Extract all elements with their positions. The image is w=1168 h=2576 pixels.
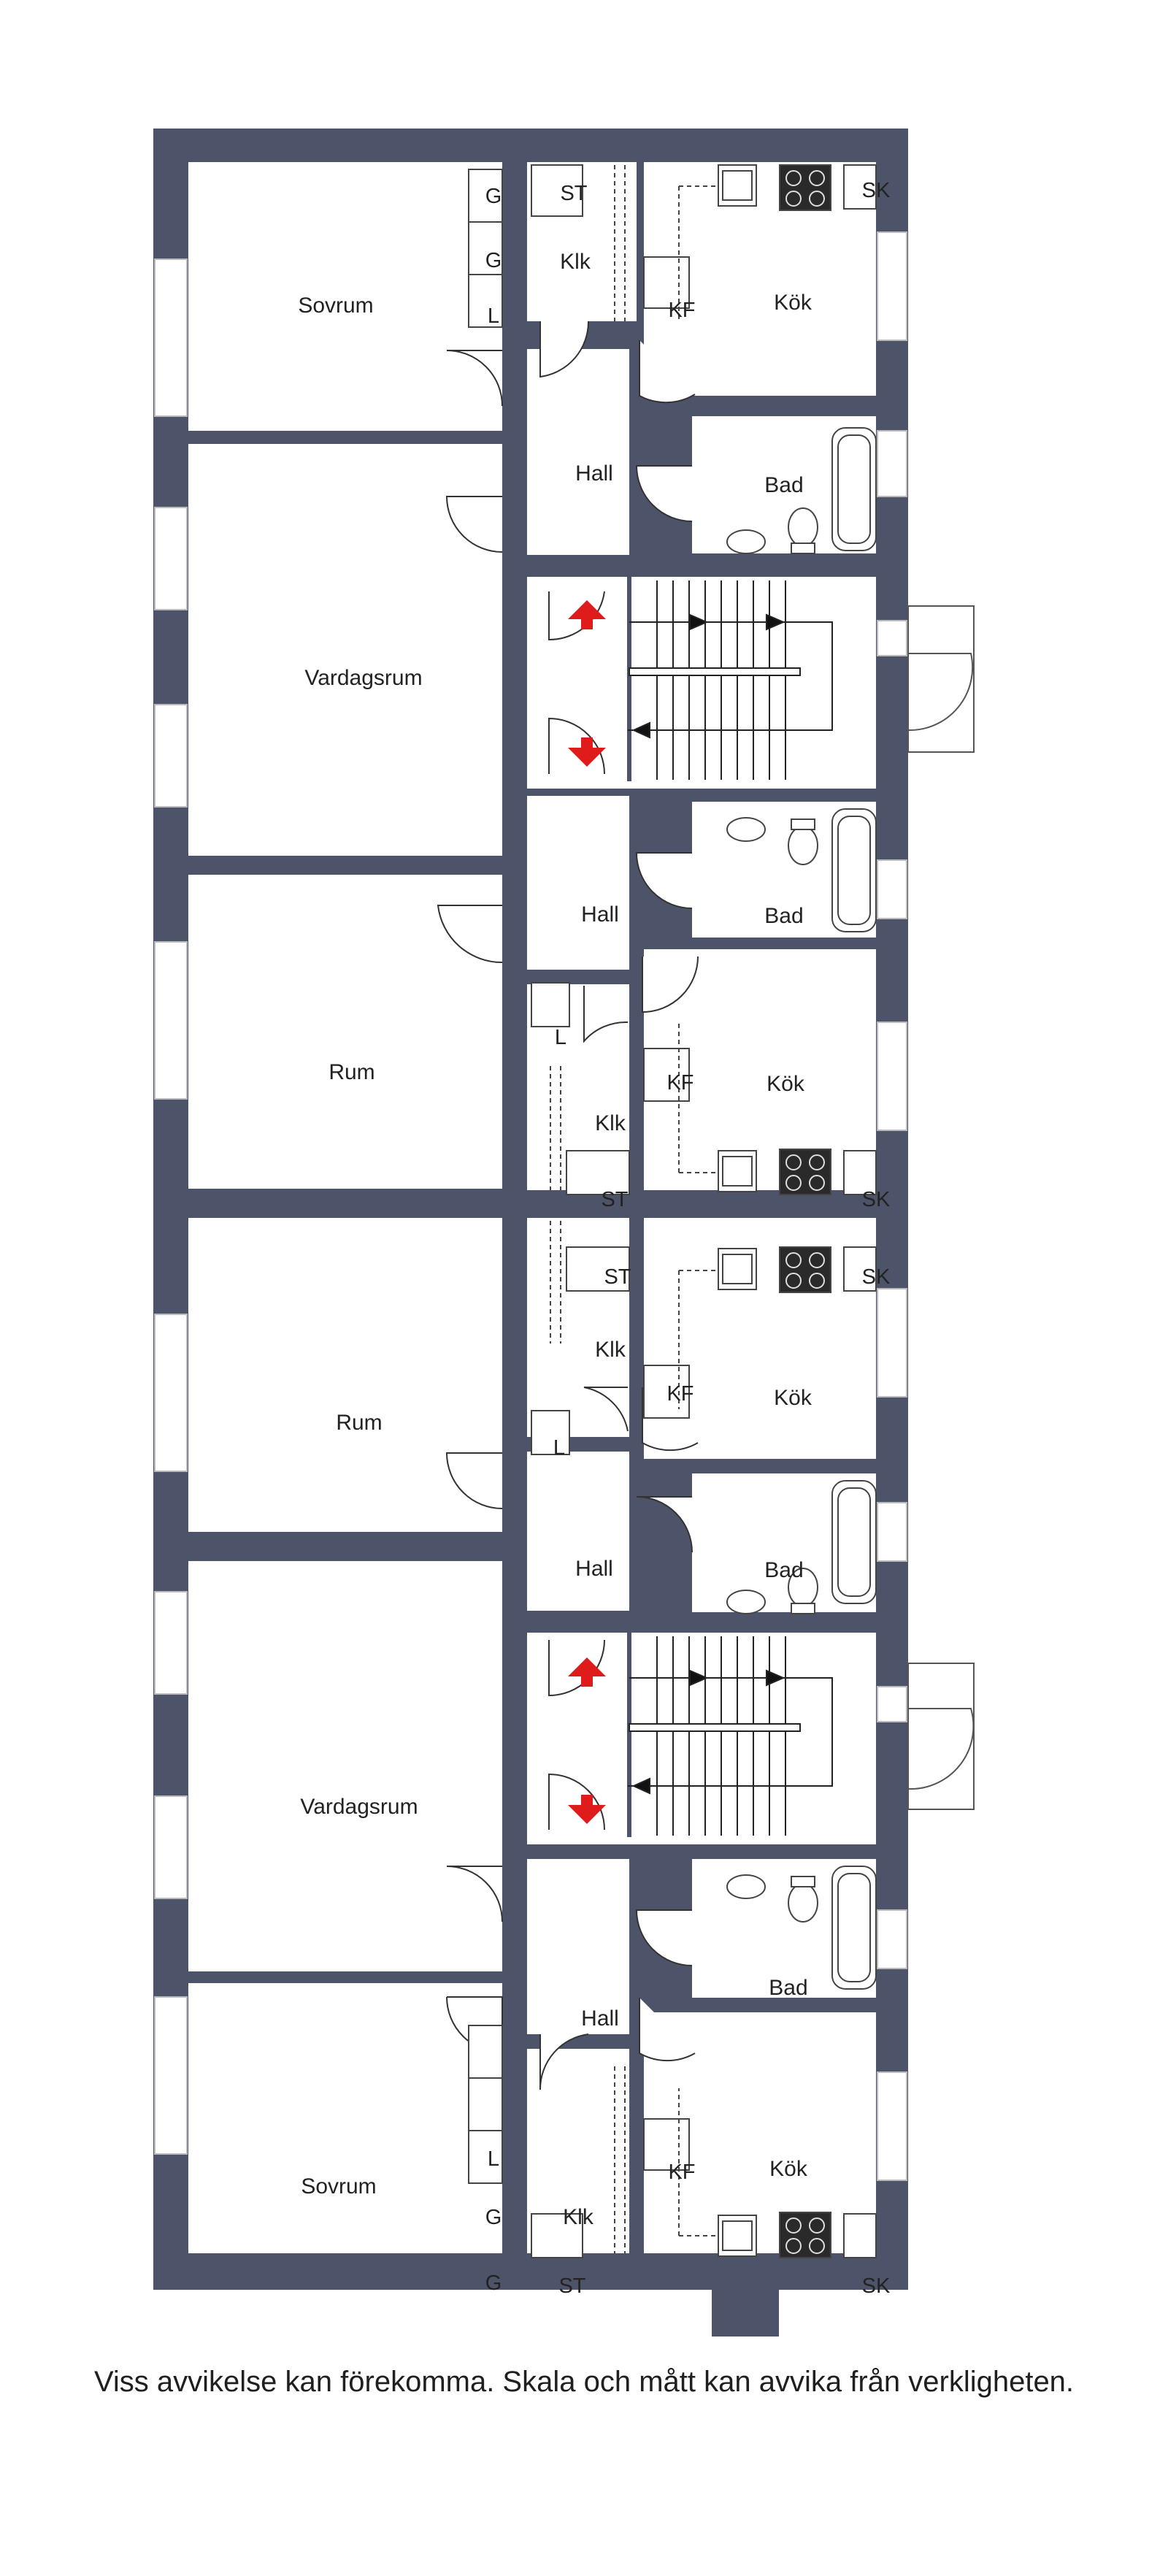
fixture-label: G: [485, 185, 502, 208]
fixture-label: L: [555, 1026, 566, 1049]
fixture-label: L: [553, 1436, 565, 1460]
fixture-labels: ST SK KF G G L L KF ST SK ST SK KF L L G…: [485, 179, 891, 2298]
counter-2: [678, 1022, 831, 1195]
fixture-label: KF: [668, 2161, 695, 2184]
fixture-label: L: [488, 304, 499, 328]
closet-rails: [550, 165, 626, 2253]
fixture-label: ST: [601, 1188, 628, 1211]
fixture-label: ST: [560, 182, 587, 205]
arrow-up-icon: [568, 600, 606, 629]
room-label: Klk: [560, 250, 591, 274]
counter-1: [678, 164, 831, 321]
room-label: Bad: [764, 473, 803, 497]
room-label: Hall: [575, 461, 613, 486]
room-label: Bad: [769, 1976, 807, 2000]
room-label: Kök: [769, 2157, 808, 2181]
stair-top: [627, 577, 835, 781]
room-label: Sovrum: [298, 294, 373, 318]
room-label: Rum: [336, 1411, 382, 1435]
arrow-up-icon: [568, 1657, 606, 1687]
bath-fixtures: [726, 427, 877, 1990]
room-label: Kök: [774, 291, 812, 315]
fixture-label: ST: [604, 1265, 631, 1289]
kitchen-counters: [678, 164, 831, 2258]
room-label: Hall: [581, 902, 619, 927]
fixture-label: KF: [668, 299, 695, 322]
room-label: Kök: [766, 1072, 805, 1096]
disclaimer-text: Viss avvikelse kan förekomma. Skala och …: [93, 2366, 1075, 2398]
fixture-label: G: [485, 2272, 502, 2295]
windows: [154, 231, 907, 2181]
room-label: Bad: [764, 904, 803, 928]
room-label: Kök: [774, 1386, 812, 1410]
fixture-label: SK: [862, 2274, 891, 2298]
room-label: Vardagsrum: [304, 666, 422, 690]
counter-4: [678, 2088, 831, 2258]
fixture-label: SK: [862, 1188, 891, 1211]
counter-3: [678, 1246, 831, 1409]
floor-plan: Sovrum Vardagsrum Rum Rum Vardagsrum Sov…: [153, 129, 975, 2337]
entrance-porches: [907, 605, 975, 1810]
room-label: Hall: [581, 2006, 619, 2031]
fixture-label: KF: [666, 1071, 694, 1095]
fixture-label: G: [485, 2206, 502, 2229]
arrow-down-icon: [568, 1795, 606, 1824]
closets: [468, 164, 877, 2258]
fixture-label: SK: [862, 179, 891, 202]
entrance-arrows: [568, 600, 606, 1824]
fixture-label: SK: [862, 1265, 891, 1289]
room-label: Klk: [595, 1111, 626, 1135]
room-labels: Sovrum Vardagsrum Rum Rum Vardagsrum Sov…: [298, 250, 812, 2229]
room-label: Vardagsrum: [300, 1795, 418, 1819]
fixture-label: L: [488, 2147, 499, 2171]
fixture-label: KF: [666, 1382, 694, 1406]
room-label: Sovrum: [301, 2174, 376, 2199]
room-label: Hall: [575, 1557, 613, 1581]
room-label: Rum: [328, 1060, 374, 1084]
room-label: Klk: [563, 2205, 594, 2229]
fixture-label: G: [485, 249, 502, 272]
fixture-label: ST: [558, 2274, 585, 2298]
room-label: Klk: [595, 1338, 626, 1362]
room-label: Bad: [764, 1558, 803, 1582]
stair-bottom: [627, 1633, 835, 1837]
arrow-down-icon: [568, 737, 606, 767]
